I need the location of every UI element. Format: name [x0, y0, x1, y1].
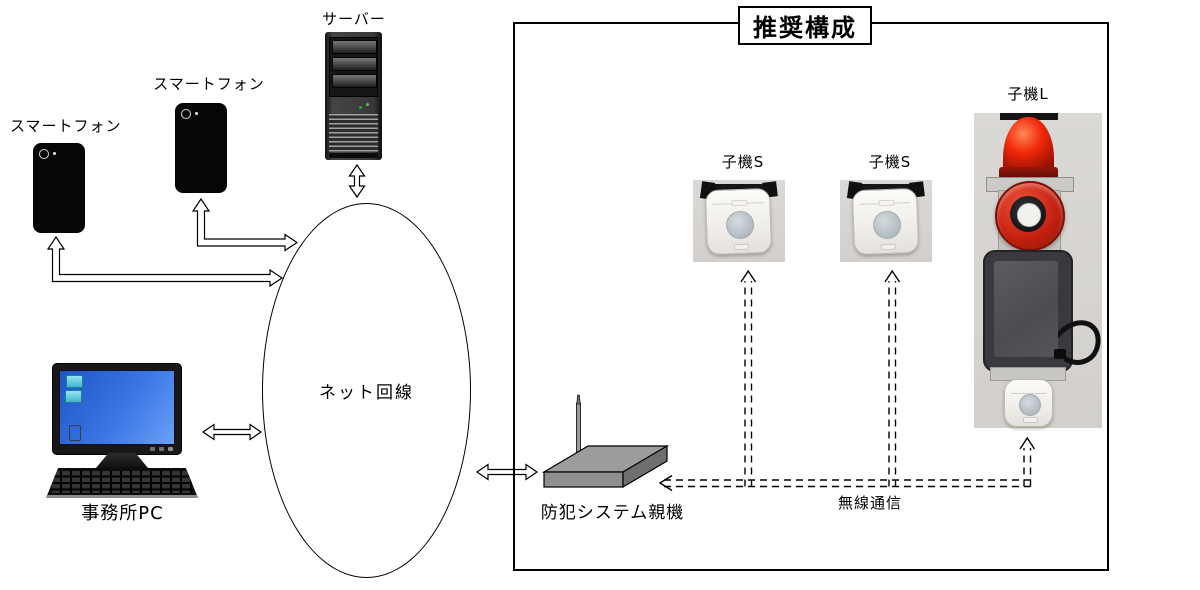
office-pc-label: 事務所PC — [81, 503, 164, 524]
hdd-led — [359, 106, 362, 109]
wireless-arrowheads — [658, 269, 1036, 492]
keyboard-keys — [52, 471, 192, 493]
frame-title-text: 推奨構成 — [753, 14, 857, 42]
beacon-siren-unit-photo — [974, 113, 1102, 428]
frame-title: 推奨構成 — [738, 6, 872, 45]
netline-ellipse: ネット回線 — [262, 203, 471, 578]
sensor-device — [1004, 379, 1053, 427]
drive-bay — [332, 40, 377, 54]
sensor-device — [704, 187, 773, 256]
child-s2-label: 子機S — [868, 153, 912, 171]
wireless-label: 無線通信 — [837, 494, 902, 512]
recycle-bin-icon — [69, 425, 81, 441]
sensor-unit-photo — [840, 180, 932, 262]
device-cap-line — [1011, 393, 1046, 394]
folder-icon — [66, 375, 83, 388]
device-notch — [730, 199, 747, 207]
server-label: サーバー — [322, 10, 386, 28]
drive-bay — [332, 57, 377, 84]
phone-camera-icon — [39, 149, 49, 159]
cable-plug — [1054, 349, 1066, 359]
phone-flash-icon — [53, 152, 56, 155]
arrow-pc-netline — [201, 423, 263, 441]
power-led — [366, 103, 369, 106]
folder-icon — [65, 390, 82, 403]
beacon-base — [999, 167, 1058, 179]
monitor-button — [159, 447, 164, 451]
monitor-power-button — [168, 447, 173, 451]
monitor-button — [150, 447, 155, 451]
child-s1-label: 子機S — [721, 153, 765, 171]
arrow-smartphone2-netline — [191, 197, 299, 252]
parent-unit-label: 防犯システム親機 — [540, 503, 685, 523]
wireless-router-icon — [541, 394, 670, 489]
smartphone2-label: スマートフォン — [153, 75, 265, 93]
arrow-netline-parentunit — [475, 463, 539, 481]
device-notch — [733, 243, 749, 251]
keyboard-edge — [46, 495, 198, 498]
phone-flash-icon — [195, 112, 198, 115]
desktop-pc-icon — [52, 363, 182, 455]
sensor-device — [851, 187, 920, 256]
power-cable — [1058, 320, 1101, 365]
sensor-unit-photo — [693, 180, 785, 262]
control-box-panel — [994, 261, 1058, 357]
server-vents — [329, 114, 378, 152]
child-l-label: 子機L — [1007, 85, 1049, 103]
server-bay-panel — [329, 37, 378, 97]
device-notch — [1022, 417, 1038, 423]
arrow-server-netline — [348, 163, 366, 199]
pc-screen — [59, 370, 175, 445]
device-notch — [877, 199, 894, 207]
mount-bracket — [1000, 113, 1058, 120]
keyboard-icon — [46, 468, 198, 498]
netline-label: ネット回線 — [319, 383, 414, 403]
drive-bay — [332, 74, 377, 88]
motion-sensor-lens — [725, 209, 755, 239]
monitor-stand — [96, 453, 148, 468]
device-notch — [880, 243, 896, 251]
wireless-dashed-lines — [664, 281, 1032, 488]
smartphone1-label: スマートフォン — [10, 117, 122, 135]
siren-horn-label — [1017, 203, 1041, 227]
motion-sensor-lens — [872, 209, 902, 239]
motion-sensor-lens — [1018, 394, 1041, 416]
rotating-beacon-icon — [1003, 117, 1054, 174]
smartphone-icon — [175, 103, 227, 193]
smartphone-icon — [33, 143, 85, 233]
server-base — [329, 153, 378, 158]
server-tower-icon — [325, 32, 382, 160]
phone-camera-icon — [181, 109, 191, 119]
